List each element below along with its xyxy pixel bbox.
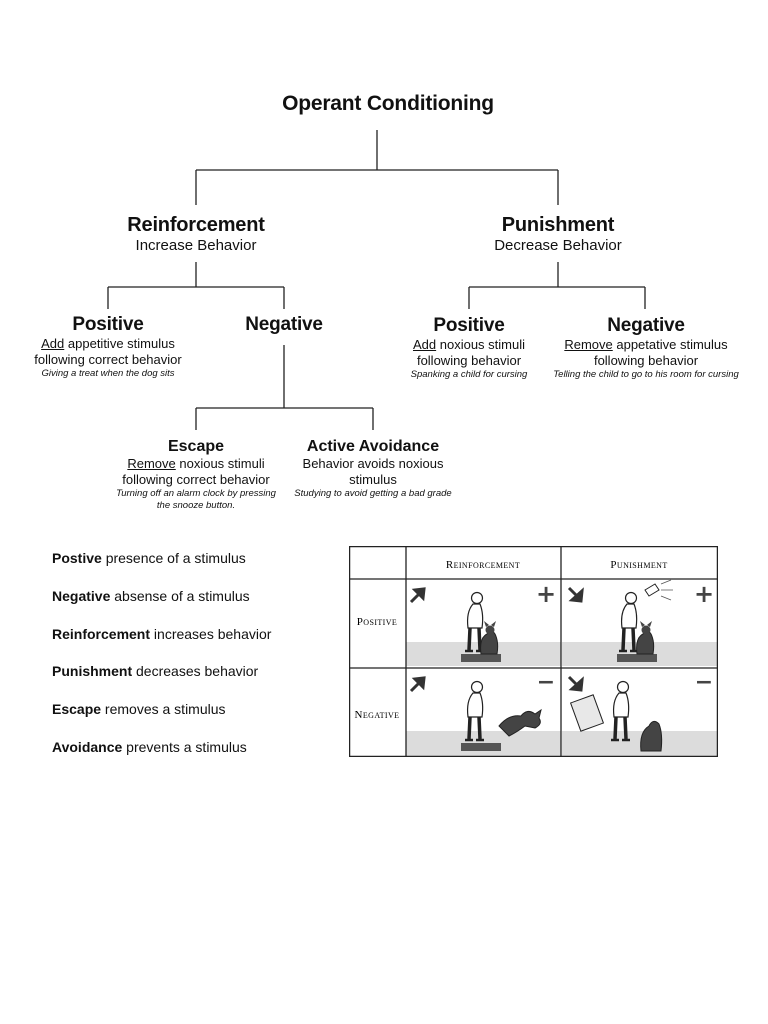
escape-desc1: noxious stimuli (175, 456, 265, 471)
definition-text: removes a stimulus (101, 701, 226, 717)
negative-punishment-node: Negative Remove appetative stimulus foll… (552, 315, 740, 381)
dog-sitting-icon (636, 620, 655, 655)
arrow-down-icon (567, 586, 584, 603)
definition-text: decreases behavior (132, 663, 259, 679)
positive-punishment-desc2: following behavior (416, 353, 522, 368)
positive-reinforcement-desc2: following correct behavior (34, 352, 182, 367)
definition-text: absense of a stimulus (110, 588, 250, 604)
negative-punishment-example: Telling the child to go to his room for … (553, 369, 739, 380)
col-header-punishment: Punishment (610, 559, 667, 571)
definition-item: Postive presence of a stimulus (52, 550, 246, 566)
negative-punishment-key-word: Remove (564, 337, 613, 352)
punishment-title: Punishment (501, 214, 615, 236)
negative-punishment-desc1: appetative stimulus (612, 337, 728, 352)
reinforcement-title: Reinforcement (127, 214, 265, 236)
definition-term: Negative (52, 588, 111, 604)
reinforcement-node: Reinforcement Increase Behavior (86, 214, 306, 254)
escape-example-2: the snooze button. (156, 500, 236, 511)
definition-term: Reinforcement (52, 626, 151, 642)
col-header-reinforcement: Reinforcement (446, 559, 520, 571)
positive-punishment-desc1: noxious stimuli (436, 337, 525, 352)
dog-sitting-icon (640, 720, 663, 752)
dog-leaping-icon (498, 708, 542, 737)
positive-punishment-key-word: Add (412, 337, 437, 352)
definition-item: Reinforcement increases behavior (52, 626, 271, 642)
mat-icon (617, 654, 657, 662)
mat-held-icon (569, 694, 605, 732)
definition-item: Avoidance prevents a stimulus (52, 739, 247, 755)
positive-punishment-title: Positive (433, 315, 505, 336)
avoidance-example: Studying to avoid getting a bad grade (294, 488, 452, 499)
definition-item: Negative absense of a stimulus (52, 588, 250, 604)
definition-term: Punishment (52, 663, 133, 679)
avoidance-desc1: Behavior avoids noxious (302, 456, 444, 471)
definition-item: Escape removes a stimulus (52, 701, 226, 717)
definition-item: Punishment decreases behavior (52, 663, 258, 679)
negative-punishment-desc2: following behavior (593, 353, 699, 368)
row-header-negative: Negative (355, 709, 400, 721)
avoidance-title: Active Avoidance (306, 438, 440, 455)
raised-hand-icon (644, 583, 660, 597)
positive-reinforcement-desc1: appetitive stimulus (64, 336, 175, 351)
positive-punishment-example: Spanking a child for cursing (410, 369, 528, 380)
definition-text: presence of a stimulus (101, 550, 246, 566)
avoidance-desc2: stimulus (349, 472, 397, 487)
impact-lines-icon (660, 579, 673, 601)
punishment-node: Punishment Decrease Behavior (448, 214, 668, 254)
mat-icon (461, 743, 501, 751)
escape-key-word: Remove (127, 456, 176, 471)
diagram-title: Operant Conditioning (282, 92, 494, 115)
positive-reinforcement-key-word: Add (41, 336, 65, 351)
positive-reinforcement-example: Giving a treat when the dog sits (41, 368, 175, 379)
arrow-up-icon (409, 676, 426, 693)
row-header-positive: Positive (357, 616, 397, 628)
plus-icon: + (694, 580, 714, 608)
negative-reinforcement-title: Negative (245, 314, 323, 335)
reinforcement-subtitle: Increase Behavior (135, 237, 257, 254)
definition-text: increases behavior (150, 626, 272, 642)
dog-sitting-icon (480, 620, 499, 655)
escape-node: Escape Remove noxious stimuli following … (104, 438, 288, 512)
arrow-down-icon (567, 675, 584, 692)
negative-punishment-title: Negative (607, 315, 685, 336)
punishment-subtitle: Decrease Behavior (494, 237, 622, 254)
definition-term: Postive (52, 550, 102, 566)
conditioning-grid: Reinforcement Punishment Positive Negati… (349, 546, 718, 757)
definition-text: prevents a stimulus (122, 739, 247, 755)
definition-term: Escape (52, 701, 102, 717)
definition-term: Avoidance (52, 739, 123, 755)
mat-icon (461, 654, 501, 662)
positive-punishment-node: Positive Add noxious stimuli following b… (384, 315, 554, 381)
escape-title: Escape (167, 438, 225, 455)
avoidance-node: Active Avoidance Behavior avoids noxious… (288, 438, 458, 500)
positive-reinforcement-title: Positive (72, 314, 144, 335)
positive-reinforcement-node: Positive Add appetitive stimulus followi… (18, 314, 198, 380)
escape-example-1: Turning off an alarm clock by pressing (116, 488, 276, 499)
escape-desc2: following correct behavior (122, 472, 270, 487)
arrow-up-icon (409, 587, 426, 604)
minus-icon: − (695, 670, 713, 695)
minus-icon: − (537, 670, 555, 695)
plus-icon: + (536, 580, 556, 608)
floor-shading (562, 731, 717, 756)
